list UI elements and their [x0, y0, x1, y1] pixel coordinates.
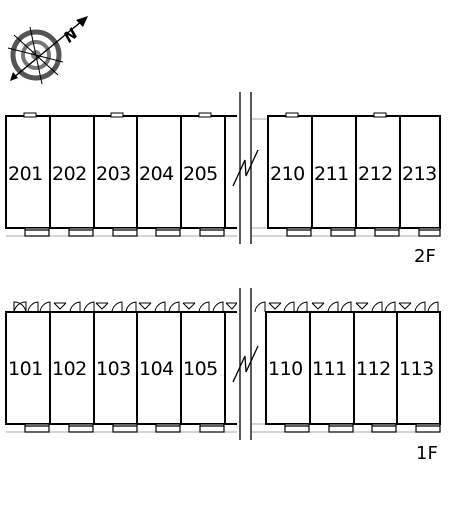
unit-label: 210: [270, 163, 305, 185]
unit-label: 202: [52, 163, 87, 185]
door-swing-icon: [13, 301, 439, 313]
unit-label: 105: [183, 358, 218, 380]
break-line-icon: [232, 288, 259, 440]
unit-110: 110: [265, 311, 311, 425]
unit-204: 204: [136, 115, 182, 229]
unit-label: 102: [52, 358, 87, 380]
unit-label: 110: [268, 358, 303, 380]
floor-1: 101 102 103 104 105 110: [5, 288, 441, 464]
unit-201: 201: [5, 115, 51, 229]
floor-label-2f: 2F: [414, 246, 436, 267]
unit-label: 205: [183, 163, 218, 185]
unit-label: 212: [358, 163, 393, 185]
meter-box-icon: [24, 423, 441, 433]
unit-label: 112: [356, 358, 391, 380]
unit-211: 211: [311, 115, 357, 229]
floor-label-1f: 1F: [416, 443, 438, 464]
compass-north-arrow-icon: N: [7, 16, 88, 85]
unit-102: 102: [49, 311, 95, 425]
unit-105: 105: [180, 311, 226, 425]
unit-label: 103: [96, 358, 131, 380]
unit-111: 111: [309, 311, 355, 425]
meter-box-icon: [24, 227, 441, 237]
unit-label: 113: [399, 358, 434, 380]
unit-label: 204: [139, 163, 174, 185]
unit-101: 101: [5, 311, 51, 425]
unit-label: 211: [314, 163, 349, 185]
unit-212: 212: [355, 115, 401, 229]
unit-label: 213: [402, 163, 437, 185]
unit-213: 213: [399, 115, 441, 229]
unit-104: 104: [136, 311, 182, 425]
unit-label: 101: [8, 358, 43, 380]
unit-205: 205: [180, 115, 226, 229]
unit-112: 112: [353, 311, 398, 425]
unit-label: 104: [139, 358, 174, 380]
unit-label: 203: [96, 163, 131, 185]
unit-label: 111: [312, 358, 347, 380]
compass-north-label: N: [60, 24, 82, 46]
unit-203: 203: [93, 115, 138, 229]
unit-202: 202: [49, 115, 95, 229]
break-line-icon: [232, 92, 259, 244]
unit-label: 201: [8, 163, 43, 185]
floor-2: 201 202 203 204 205 210: [5, 92, 441, 267]
unit-103: 103: [93, 311, 138, 425]
unit-210: 210: [267, 115, 313, 229]
unit-113: 113: [396, 311, 441, 425]
